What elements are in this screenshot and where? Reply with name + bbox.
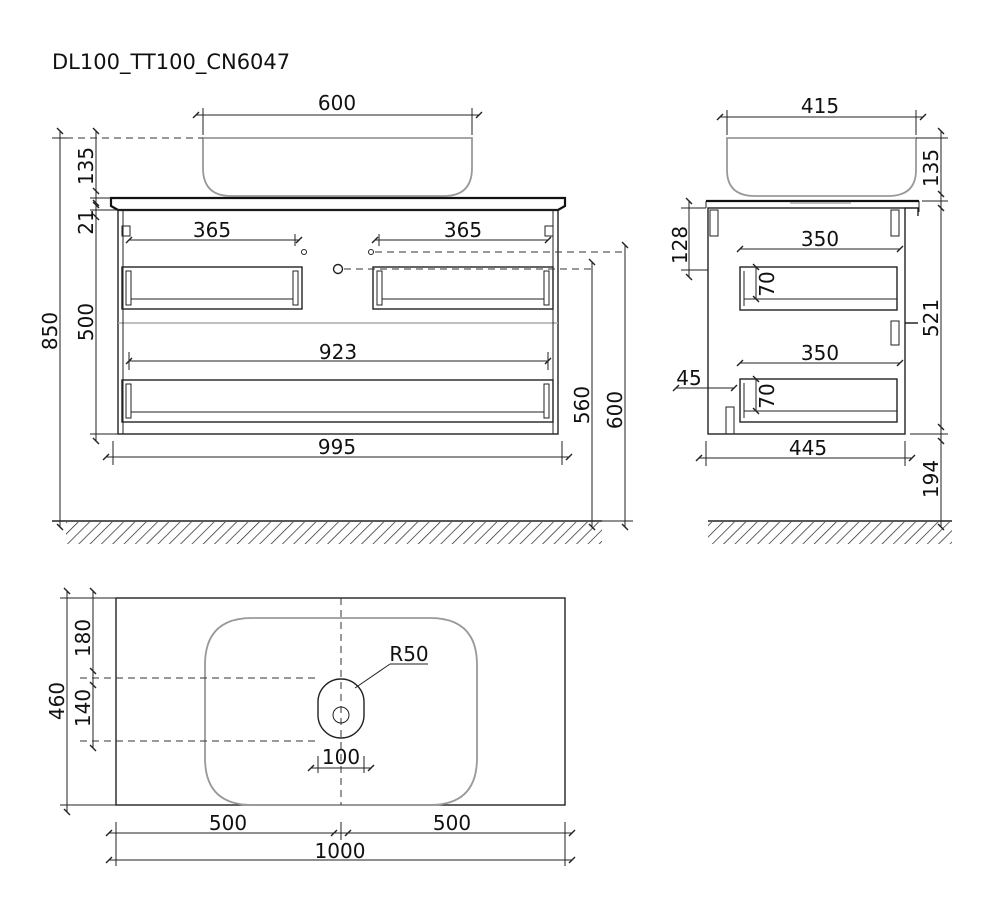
dim-side-depth: 445 (789, 436, 827, 460)
dim-body-height: 500 (74, 303, 98, 341)
cabinet-body (117, 209, 559, 435)
top-basin-outline (204, 617, 478, 806)
dim-side-cabinet-height: 521 (919, 299, 943, 337)
dim-side-plinth: 45 (676, 366, 701, 390)
dim-lower-drawer: 923 (319, 340, 357, 364)
dim-total-width: 1000 (315, 839, 366, 863)
dim-top-depth: 460 (45, 682, 69, 720)
dim-side-drawer-height-2: 70 (755, 383, 779, 408)
dim-radius: R50 (389, 642, 428, 666)
floor-hatch (66, 522, 602, 544)
drain-hole (332, 263, 344, 275)
dim-half-right: 500 (433, 811, 471, 835)
dim-side-drawer-2: 350 (801, 341, 839, 365)
top-drain-hole (332, 706, 350, 724)
dim-top-thickness: 21 (74, 209, 98, 234)
dim-top-offset-2: 140 (71, 689, 95, 727)
dim-drain-600: 600 (603, 391, 627, 429)
dim-side-floor-clearance: 194 (919, 460, 943, 498)
side-cabinet-body (707, 207, 906, 435)
side-floor-hatch (708, 522, 952, 544)
dim-drain-560: 560 (570, 386, 594, 424)
upper-left-drawer (121, 266, 303, 310)
side-lower-drawer (739, 378, 898, 423)
front-view: 600 365 365 923 995 850 135 21 500 (38, 91, 633, 544)
side-basin-outline (726, 137, 917, 197)
dim-basin-height: 135 (74, 147, 98, 185)
dim-side-drawer-1: 350 (801, 227, 839, 251)
dim-drawer-right: 365 (444, 218, 482, 242)
lower-drawer (121, 379, 554, 423)
dim-drawer-left: 365 (193, 218, 231, 242)
top-drain-slot (317, 678, 365, 739)
side-view: 415 350 350 70 70 128 45 445 135 521 (668, 94, 952, 544)
basin-outline (202, 137, 473, 197)
dim-total-height: 850 (38, 312, 62, 350)
dim-cabinet-width: 995 (318, 435, 356, 459)
countertop (109, 196, 567, 212)
dim-basin-width: 600 (318, 91, 356, 115)
dim-side-upper-offset: 128 (668, 226, 692, 264)
dim-side-basin-depth: 415 (801, 94, 839, 118)
side-upper-drawer (739, 266, 898, 311)
top-view: R50 100 460 180 140 500 500 1000 (45, 587, 576, 866)
drawing-title: DL100_TT100_CN6047 (52, 50, 290, 75)
dim-half-left: 500 (209, 811, 247, 835)
top-countertop (115, 597, 566, 806)
dim-hole-width: 100 (322, 745, 360, 769)
dim-side-drawer-height-1: 70 (755, 271, 779, 296)
dim-side-basin-height: 135 (919, 149, 943, 187)
upper-right-drawer (372, 266, 554, 310)
dim-top-offset-1: 180 (71, 619, 95, 657)
